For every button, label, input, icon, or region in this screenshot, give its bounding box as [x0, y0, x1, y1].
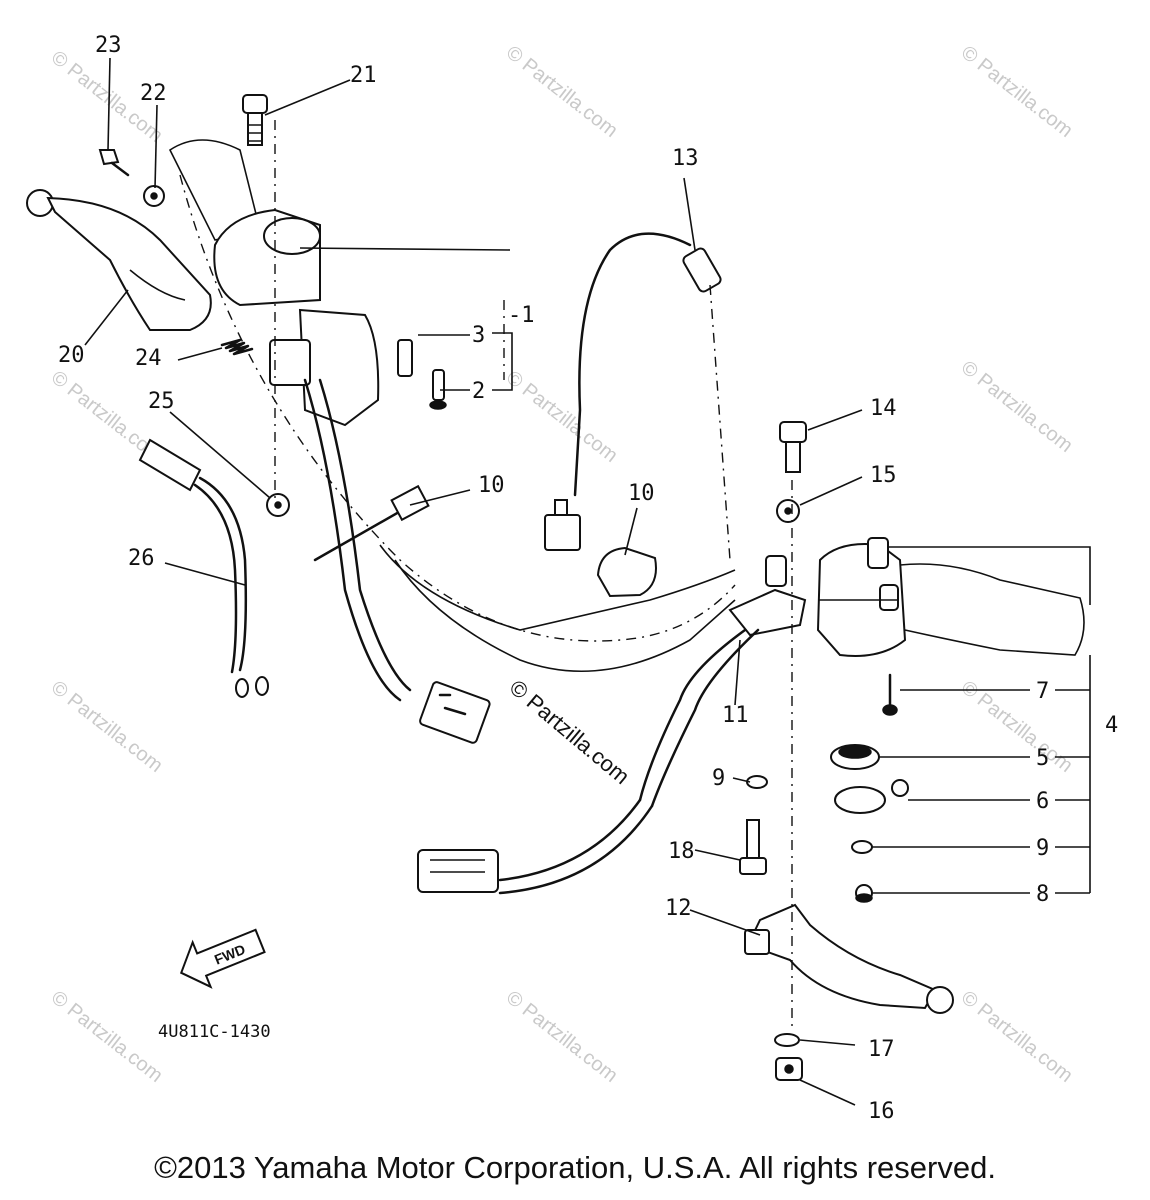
cable-adjuster-part-10: [313, 484, 430, 562]
callout-11: 11: [722, 703, 749, 728]
brake-lever-part-12: [744, 903, 954, 1014]
cap-part-5: [830, 744, 880, 770]
clutch-lever-part-20: [26, 189, 212, 331]
watermark: © Partzilla.com: [957, 987, 1077, 1087]
callout-10: 10: [628, 481, 655, 506]
callout-9: 9: [1036, 836, 1049, 861]
bolt-part-18: [739, 819, 767, 875]
right-switch-assembly-part-4: [816, 537, 1085, 657]
nut-part-25: [266, 493, 290, 517]
callout-3: 3: [472, 323, 485, 348]
callout-2: 2: [472, 379, 485, 404]
callout-12: 12: [665, 896, 692, 921]
callout-17: 17: [868, 1037, 895, 1062]
copyright-notice: ©2013 Yamaha Motor Corporation, U.S.A. A…: [154, 1150, 996, 1185]
callout-23: 23: [95, 33, 122, 58]
diagram-part-number: 4U811C-1430: [158, 1022, 271, 1042]
cable-holder-part-10: [596, 546, 657, 598]
nut-part-15: [776, 499, 800, 523]
nut-part-22: [143, 185, 165, 207]
assembly-lines: [274, 120, 793, 1030]
callout-1: -1: [508, 303, 535, 328]
screw-part-8: [855, 884, 873, 903]
callout-7: 7: [1036, 679, 1049, 704]
screw-part-2: [429, 369, 447, 410]
spring-part-24: [220, 338, 254, 356]
watermark: © Partzilla.com: [47, 677, 167, 777]
callout-20: 20: [58, 343, 85, 368]
watermark: © Partzilla.com: [502, 367, 622, 467]
callout-6: 6: [1036, 789, 1049, 814]
callout-22: 22: [140, 81, 167, 106]
center-watermark: © Partzilla.com: [505, 675, 635, 789]
callout-labels: 23 22 21 20 24 25 26 -1 3 2 10 10 13 14 …: [58, 33, 1118, 1124]
watermark: © Partzilla.com: [502, 42, 622, 142]
callout-4: 4: [1105, 713, 1118, 738]
callout-24: 24: [135, 346, 162, 371]
callout-26: 26: [128, 546, 155, 571]
washer-part-9: [851, 840, 873, 854]
handlebar-outline: [179, 174, 736, 673]
watermark: © Partzilla.com: [47, 987, 167, 1087]
left-control-assembly: [168, 139, 491, 744]
screw-part-3: [397, 339, 413, 377]
nut-part-16: [775, 1057, 803, 1081]
screw-part-23: [98, 149, 130, 177]
fwd-arrow: FWD: [179, 928, 266, 989]
callout-15: 15: [870, 463, 897, 488]
cable-part-13: [544, 232, 722, 551]
washer-part-17: [774, 1033, 800, 1047]
clutch-switch-part-26: [138, 438, 269, 698]
screw-part-7: [882, 673, 898, 716]
callout-18: 18: [668, 839, 695, 864]
callout-9: 9: [712, 766, 725, 791]
watermark: © Partzilla.com: [957, 357, 1077, 457]
callout-13: 13: [672, 146, 699, 171]
watermark: © Partzilla.com: [957, 677, 1077, 777]
bolt-part-14: [779, 421, 807, 473]
watermark: © Partzilla.com: [502, 987, 622, 1087]
lever-pivot-bolt-part-21: [242, 94, 268, 146]
callout-14: 14: [870, 396, 897, 421]
front-master-cylinder: [417, 555, 807, 895]
leader-lines: [84, 57, 1091, 1106]
callout-8: 8: [1036, 882, 1049, 907]
callout-10: 10: [478, 473, 505, 498]
watermark: © Partzilla.com: [957, 42, 1077, 142]
callout-16: 16: [868, 1099, 895, 1124]
switch-part-6: [834, 779, 909, 814]
callout-25: 25: [148, 389, 175, 414]
callout-5: 5: [1036, 746, 1049, 771]
callout-21: 21: [350, 63, 377, 88]
